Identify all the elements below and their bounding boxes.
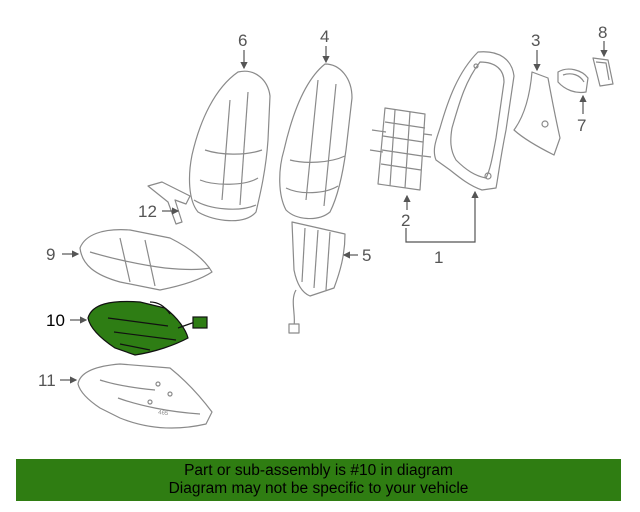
callout-7[interactable]: 7 <box>577 116 586 135</box>
part-11-seat-cushion-frame[interactable]: 465 <box>77 363 213 429</box>
part-9-seat-cushion-cover[interactable] <box>79 229 213 291</box>
part-10-seat-heater-element[interactable] <box>87 300 208 356</box>
banner-line-1: Part or sub-assembly is #10 in diagram <box>184 462 453 479</box>
part-4-seat-back-pad[interactable] <box>279 63 353 220</box>
part-6-seat-back-cover[interactable] <box>188 70 271 222</box>
part-5-back-panel-heater[interactable] <box>288 221 346 334</box>
callout-2[interactable]: 2 <box>401 211 410 230</box>
parts-diagram: 465 6 4 3 8 7 2 1 5 12 9 10 11 <box>38 23 614 429</box>
callout-3[interactable]: 3 <box>531 31 540 50</box>
part-11-marking: 465 <box>158 410 169 417</box>
callout-9[interactable]: 9 <box>46 245 55 264</box>
callout-10[interactable]: 10 <box>46 311 65 330</box>
part-12-bracket[interactable] <box>147 181 191 225</box>
callout-6[interactable]: 6 <box>238 31 247 50</box>
leader-lines <box>60 41 608 384</box>
part-2-lumbar-support[interactable] <box>369 107 433 191</box>
callout-8[interactable]: 8 <box>598 23 607 42</box>
callout-1[interactable]: 1 <box>434 248 443 267</box>
callout-5[interactable]: 5 <box>362 246 371 265</box>
callout-11[interactable]: 11 <box>38 371 56 390</box>
part-3-side-trim-cover[interactable] <box>513 71 561 156</box>
info-banner: Part or sub-assembly is #10 in diagram D… <box>16 459 621 501</box>
part-7-handle-cover[interactable] <box>557 68 589 94</box>
callout-labels: 6 4 3 8 7 2 1 5 12 9 10 11 <box>38 23 607 390</box>
part-8-trim-cap[interactable] <box>592 57 614 87</box>
part-1-seat-back-frame[interactable] <box>433 51 515 191</box>
callout-12[interactable]: 12 <box>138 202 157 221</box>
banner-line-2: Diagram may not be specific to your vehi… <box>168 480 469 497</box>
callout-4[interactable]: 4 <box>320 27 329 46</box>
